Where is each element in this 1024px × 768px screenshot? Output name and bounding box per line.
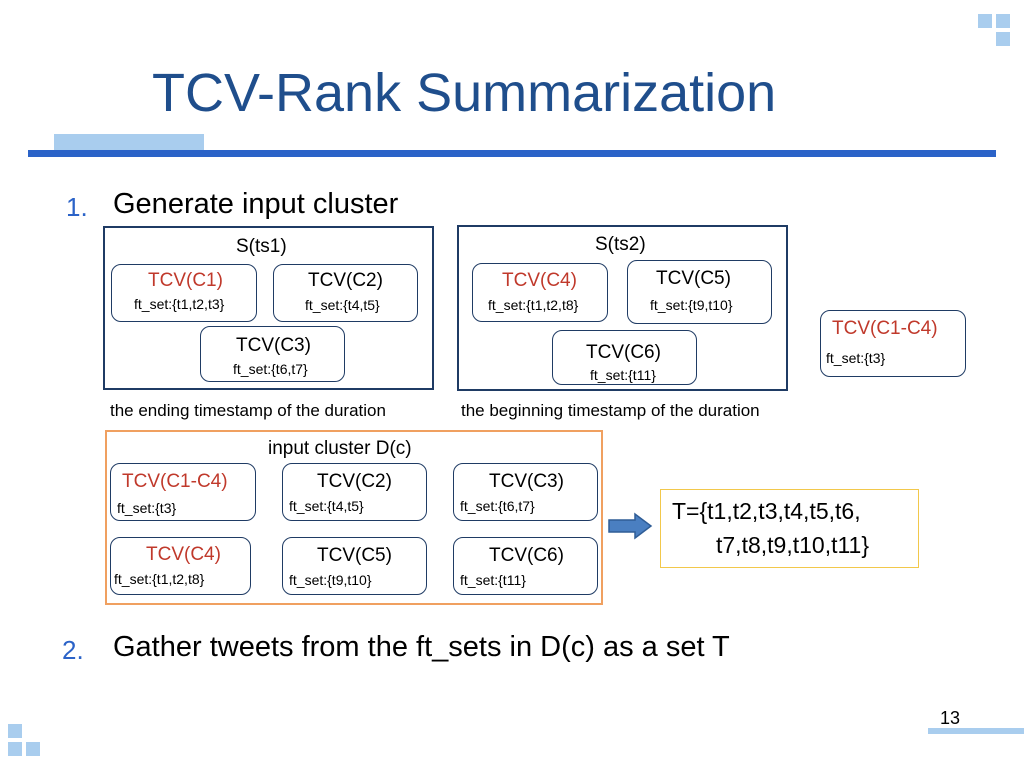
corner-square <box>996 32 1010 46</box>
cluster-box-c4 <box>110 537 251 595</box>
cluster-c3-label: TCV(C3) <box>489 471 564 492</box>
cluster-box-c3 <box>453 463 598 521</box>
tcv-c6-label: TCV(C6) <box>586 342 661 363</box>
tcv-box-c1 <box>111 264 257 322</box>
tcv-c3-label: TCV(C3) <box>236 335 311 356</box>
cluster-c5-label: TCV(C5) <box>317 545 392 566</box>
step-1-number: 1. <box>66 192 88 222</box>
cluster-c4-label: TCV(C4) <box>146 544 221 565</box>
cluster-c3-ftset: ft_set:{t6,t7} <box>460 498 535 514</box>
input-cluster-heading: input cluster D(c) <box>268 438 412 459</box>
cluster-box-c2 <box>282 463 427 521</box>
cluster-c2-label: TCV(C2) <box>317 471 392 492</box>
s-ts1-caption: the ending timestamp of the duration <box>110 401 386 420</box>
tcv-box-c5 <box>627 260 772 324</box>
cluster-c6-label: TCV(C6) <box>489 545 564 566</box>
s-ts2-caption: the beginning timestamp of the duration <box>461 401 760 420</box>
cluster-box-c5 <box>282 537 427 595</box>
result-set-line-1: T={t1,t2,t3,t4,t5,t6, <box>672 498 861 524</box>
cluster-box-c6 <box>453 537 598 595</box>
tcv-c5-label: TCV(C5) <box>656 268 731 289</box>
title-accent-bar <box>54 134 204 150</box>
tcv-c6-ftset: ft_set:{t11} <box>590 367 656 383</box>
tcv-box-c4 <box>472 263 608 322</box>
cluster-c1-c4-label: TCV(C1-C4) <box>122 471 228 492</box>
merged-tcv-label: TCV(C1-C4) <box>832 318 938 339</box>
s-ts1-panel <box>103 226 434 390</box>
cluster-c5-ftset: ft_set:{t9,t10} <box>289 572 372 588</box>
corner-square <box>8 742 22 756</box>
s-ts1-heading: S(ts1) <box>236 236 287 257</box>
tcv-box-c6 <box>552 330 697 385</box>
step-2-number: 2. <box>62 635 84 665</box>
tcv-c1-ftset: ft_set:{t1,t2,t3} <box>134 296 225 312</box>
corner-square <box>26 742 40 756</box>
tcv-c3-ftset: ft_set:{t6,t7} <box>233 361 308 377</box>
cluster-c4-ftset: ft_set:{t1,t2,t8} <box>114 571 205 587</box>
cluster-box-c1-c4 <box>110 463 256 521</box>
merged-tcv-box <box>820 310 966 377</box>
tcv-box-c2 <box>273 264 418 322</box>
result-set-line-2: t7,t8,t9,t10,t11} <box>716 532 870 558</box>
tcv-c2-ftset: ft_set:{t4,t5} <box>305 297 380 313</box>
corner-square <box>978 14 992 28</box>
tcv-box-c3 <box>200 326 345 382</box>
s-ts2-panel <box>457 225 788 391</box>
tcv-c5-ftset: ft_set:{t9,t10} <box>650 297 733 313</box>
tcv-c1-label: TCV(C1) <box>148 270 223 291</box>
tcv-c4-label: TCV(C4) <box>502 270 577 291</box>
title-underline <box>28 150 996 157</box>
slide-title: TCV-Rank Summarization <box>152 63 777 123</box>
cluster-c2-ftset: ft_set:{t4,t5} <box>289 498 364 514</box>
footer-accent-bar <box>928 728 1024 734</box>
tcv-c2-label: TCV(C2) <box>308 270 383 291</box>
step-2-text: Gather tweets from the ft_sets in D(c) a… <box>113 631 730 663</box>
page-number: 13 <box>940 708 961 728</box>
result-set-box <box>660 489 919 568</box>
corner-square <box>996 14 1010 28</box>
merged-tcv-ftset: ft_set:{t3} <box>826 350 886 366</box>
s-ts2-heading: S(ts2) <box>595 234 646 255</box>
tcv-c4-ftset: ft_set:{t1,t2,t8} <box>488 297 579 313</box>
right-arrow-icon <box>608 512 653 540</box>
cluster-c6-ftset: ft_set:{t11} <box>460 572 526 588</box>
input-cluster-panel <box>105 430 603 605</box>
cluster-c1-c4-ftset: ft_set:{t3} <box>117 500 177 516</box>
corner-square <box>8 724 22 738</box>
step-1-text: Generate input cluster <box>113 188 399 220</box>
